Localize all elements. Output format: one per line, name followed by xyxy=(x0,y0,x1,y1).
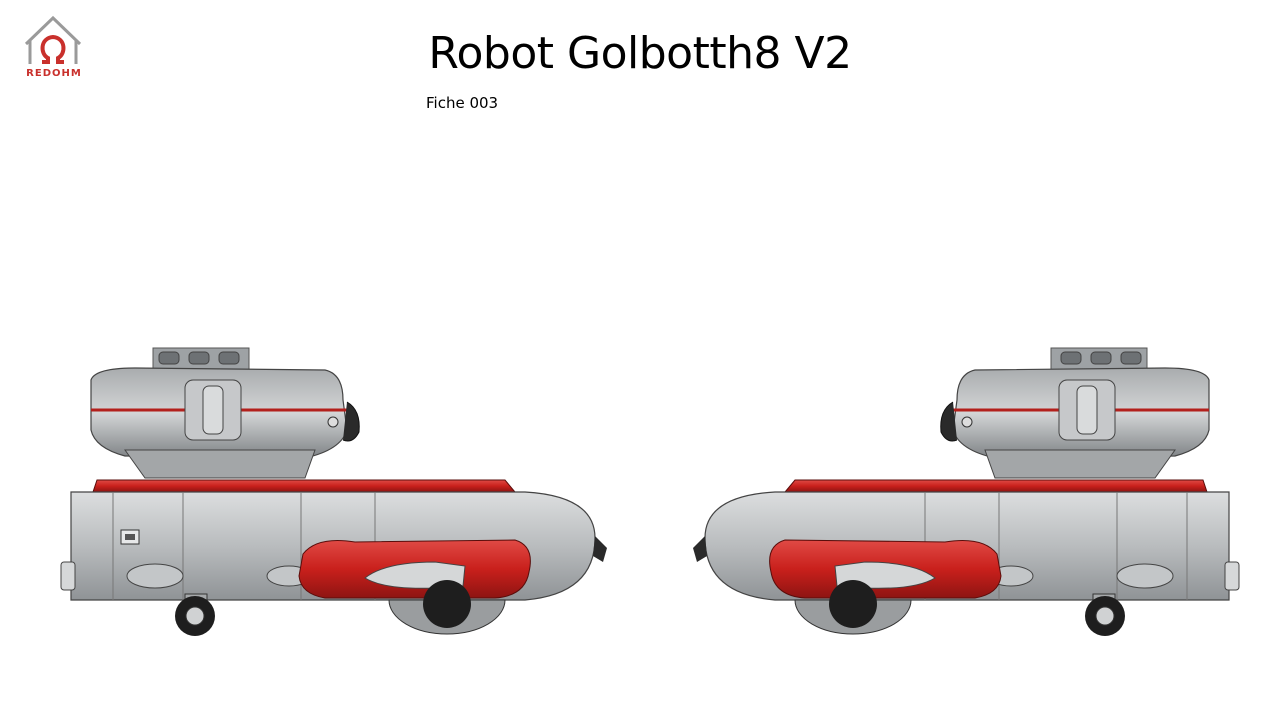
robot-side-view-right xyxy=(685,340,1245,640)
slide-title: Robot Golbotth8 V2 xyxy=(428,28,852,79)
robot-side-view-left xyxy=(55,340,615,640)
redohm-logo xyxy=(20,14,86,84)
logo-text: REDOHM xyxy=(26,68,82,79)
omega-house-logo-icon xyxy=(24,15,82,64)
slide-subtitle: Fiche 003 xyxy=(426,94,499,112)
